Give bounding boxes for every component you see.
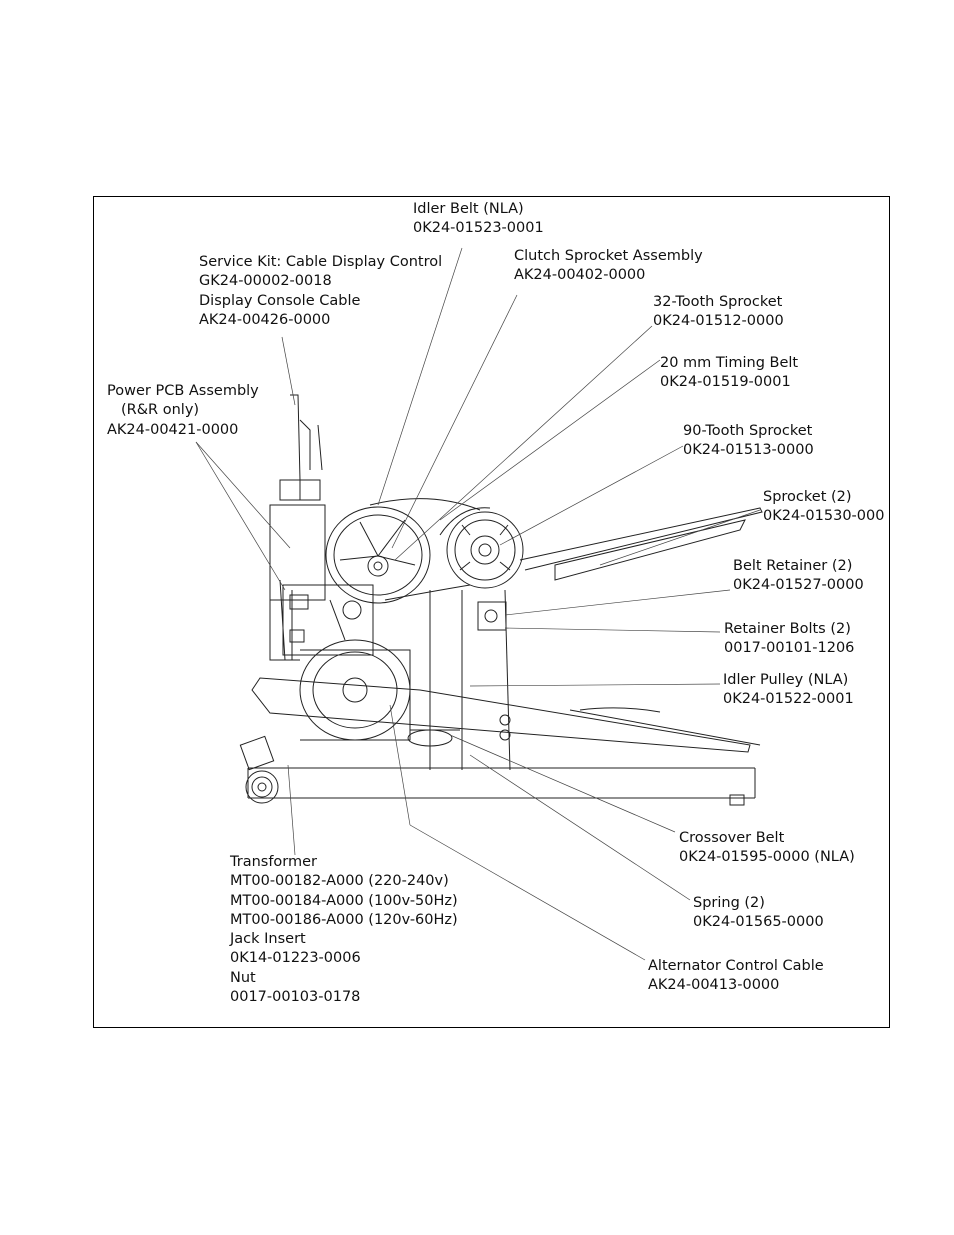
callout-sprocket-90: 90-Tooth Sprocket 0K24-01513-0000 bbox=[683, 422, 814, 461]
power-pcb-name: Power PCB Assembly bbox=[107, 383, 259, 399]
right-pulley bbox=[446, 511, 524, 589]
power-pcb-box bbox=[282, 584, 374, 656]
transformer-part-3: MT00-00186-A000 (120v-60Hz) bbox=[230, 911, 458, 928]
power-pcb-part: AK24-00421-0000 bbox=[107, 421, 239, 438]
idler-belt-part: 0K24-01523-0001 bbox=[413, 220, 544, 237]
transformer-part-1: MT00-00182-A000 (220-240v) bbox=[230, 873, 449, 890]
belt-retainer-part: 0K24-01527-0000 bbox=[733, 577, 864, 594]
retainer-bolts-part: 0017-00101-1206 bbox=[724, 640, 855, 657]
callout-timing-belt: 20 mm Timing Belt 0K24-01519-0001 bbox=[660, 354, 798, 393]
diagram-frame bbox=[93, 196, 890, 1028]
sprocket-2-name: Sprocket (2) bbox=[763, 489, 852, 505]
sprocket-90-name: 90-Tooth Sprocket bbox=[683, 423, 813, 439]
sprocket-90-part: 0K24-01513-0000 bbox=[683, 442, 814, 459]
alternator-cable-part: AK24-00413-0000 bbox=[648, 977, 780, 994]
spring-part: 0K24-01565-0000 bbox=[693, 914, 824, 931]
transformer-part-2: MT00-00184-A000 (100v-50Hz) bbox=[230, 892, 458, 909]
caster-wheel bbox=[239, 735, 279, 804]
belt-retainer-name: Belt Retainer (2) bbox=[733, 558, 853, 574]
upright-column bbox=[269, 394, 326, 661]
nut-name: Nut bbox=[230, 969, 256, 986]
callout-alternator-cable: Alternator Control Cable AK24-00413-0000 bbox=[648, 957, 824, 996]
callout-power-pcb: Power PCB Assembly (R&R only) AK24-00421… bbox=[107, 382, 259, 440]
alternator-cable-name: Alternator Control Cable bbox=[648, 958, 824, 974]
crossover-belt-part: 0K24-01595-0000 (NLA) bbox=[679, 849, 855, 866]
idler-pulley-part: 0K24-01522-0001 bbox=[723, 691, 854, 708]
transformer-name: Transformer bbox=[230, 854, 318, 870]
callout-clutch-sprocket: Clutch Sprocket Assembly AK24-00402-0000 bbox=[514, 247, 703, 286]
idler-pulley-name: Idler Pulley (NLA) bbox=[723, 672, 849, 688]
frame-struts bbox=[407, 589, 511, 771]
callout-idler-belt: Idler Belt (NLA) 0K24-01523-0001 bbox=[413, 200, 544, 239]
callout-spring: Spring (2) 0K24-01565-0000 bbox=[693, 894, 824, 933]
power-pcb-note: (R&R only) bbox=[121, 402, 200, 419]
callout-sprocket-32: 32-Tooth Sprocket 0K24-01512-0000 bbox=[653, 293, 784, 332]
display-cable-name: Display Console Cable bbox=[199, 292, 361, 309]
running-deck bbox=[251, 677, 761, 753]
retainer-bolts-name: Retainer Bolts (2) bbox=[724, 621, 851, 637]
display-cable-part: AK24-00426-0000 bbox=[199, 311, 331, 328]
service-kit-name: Service Kit: Cable Display Control bbox=[199, 254, 443, 270]
large-left-pulley bbox=[325, 506, 431, 604]
idler-belt-name: Idler Belt (NLA) bbox=[413, 201, 524, 217]
clutch-sprocket-name: Clutch Sprocket Assembly bbox=[514, 248, 703, 264]
clutch-sprocket-part: AK24-00402-0000 bbox=[514, 267, 646, 284]
belt-retainer-bracket bbox=[477, 601, 511, 741]
callout-crossover-belt: Crossover Belt 0K24-01595-0000 (NLA) bbox=[679, 829, 855, 868]
sprocket-32-part: 0K24-01512-0000 bbox=[653, 313, 784, 330]
leader-lines bbox=[195, 247, 761, 961]
spring-name: Spring (2) bbox=[693, 895, 765, 911]
timing-belt-part: 0K24-01519-0001 bbox=[660, 374, 791, 391]
nut-part: 0017-00103-0178 bbox=[230, 989, 361, 1006]
crossover-belt-name: Crossover Belt bbox=[679, 830, 785, 846]
callout-service-kit: Service Kit: Cable Display Control GK24-… bbox=[199, 253, 442, 330]
jack-insert-part: 0K14-01223-0006 bbox=[230, 950, 361, 967]
alternator-assembly bbox=[299, 639, 411, 741]
incline-rail bbox=[519, 507, 763, 581]
jack-insert-name: Jack Insert bbox=[230, 931, 306, 948]
base-frame bbox=[247, 767, 756, 806]
callout-retainer-bolts: Retainer Bolts (2) 0017-00101-1206 bbox=[724, 620, 854, 659]
sprocket-2-part: 0K24-01530-000 bbox=[763, 508, 885, 525]
callout-sprocket-2: Sprocket (2) 0K24-01530-000 bbox=[763, 488, 884, 527]
timing-belt-name: 20 mm Timing Belt bbox=[660, 355, 799, 371]
callout-belt-retainer: Belt Retainer (2) 0K24-01527-0000 bbox=[733, 557, 864, 596]
callout-transformer: Transformer MT00-00182-A000 (220-240v) M… bbox=[230, 853, 458, 1007]
drive-belts bbox=[369, 498, 491, 601]
sprocket-32-name: 32-Tooth Sprocket bbox=[653, 294, 783, 310]
service-kit-part: GK24-00002-0018 bbox=[199, 273, 332, 290]
callout-idler-pulley: Idler Pulley (NLA) 0K24-01522-0001 bbox=[723, 671, 854, 710]
